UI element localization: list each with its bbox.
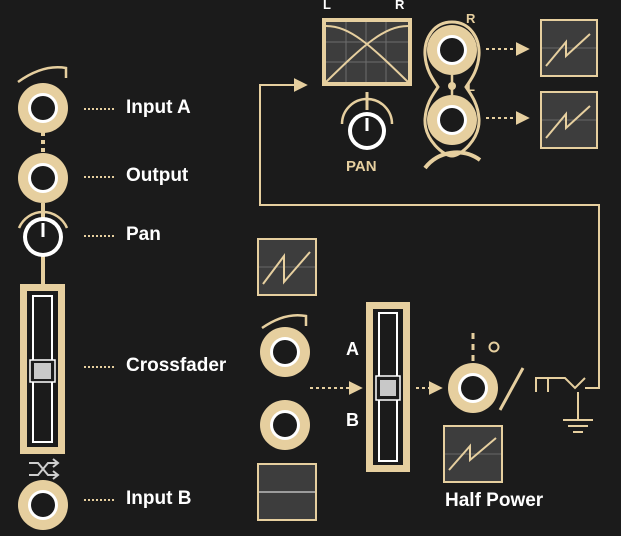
- crossfader-slider-icon: [20, 284, 65, 454]
- legend-output-label: Output: [126, 165, 189, 186]
- input-b-jack-icon: [18, 480, 68, 530]
- stereo-r-label: R: [466, 11, 476, 26]
- crossfader-a-label: A: [346, 339, 359, 359]
- legend-input-b-label: Input B: [126, 488, 192, 509]
- pan-knob-icon: [17, 210, 69, 257]
- legend-crossfader-label: Crossfader: [126, 355, 227, 376]
- flat-input-b-panel-icon: [257, 463, 317, 521]
- input-a-jack-icon: [17, 66, 68, 133]
- pan-left-label: L: [323, 0, 331, 12]
- sawtooth-half-power-panel-icon: [443, 425, 503, 483]
- sawtooth-panel-r-icon: [540, 19, 598, 77]
- legend-leaders: [84, 108, 114, 501]
- half-power-label: Half Power: [445, 490, 544, 511]
- half-power-output-jack-icon: [448, 333, 500, 413]
- legend-pan-label: Pan: [126, 224, 161, 245]
- switch-icon: [498, 367, 525, 411]
- stereo-output-jacks-icon: [423, 20, 482, 170]
- output-arrows: [486, 42, 530, 125]
- crossfader-module-slider-icon: [366, 302, 410, 472]
- sawtooth-panel-l-icon: [540, 91, 598, 149]
- sawtooth-input-a-panel-icon: [257, 238, 317, 296]
- stereo-l-label: L: [467, 79, 475, 94]
- output-jack-icon: [18, 153, 68, 203]
- crossfader-b-label: B: [346, 410, 359, 430]
- pan-right-label: R: [395, 0, 405, 12]
- pan-knob-label: PAN: [346, 158, 377, 175]
- pan-curve-panel-icon: [322, 18, 412, 86]
- pan-knob-top-icon: [340, 92, 394, 150]
- legend-input-a-label: Input A: [126, 97, 191, 118]
- routing-arrow-icon: [259, 78, 600, 389]
- crossfader-input-b-jack-icon: [260, 400, 310, 450]
- crossfade-icon: [29, 458, 60, 480]
- crossfader-input-a-jack-icon: [260, 314, 310, 377]
- ground-icon: [535, 377, 593, 433]
